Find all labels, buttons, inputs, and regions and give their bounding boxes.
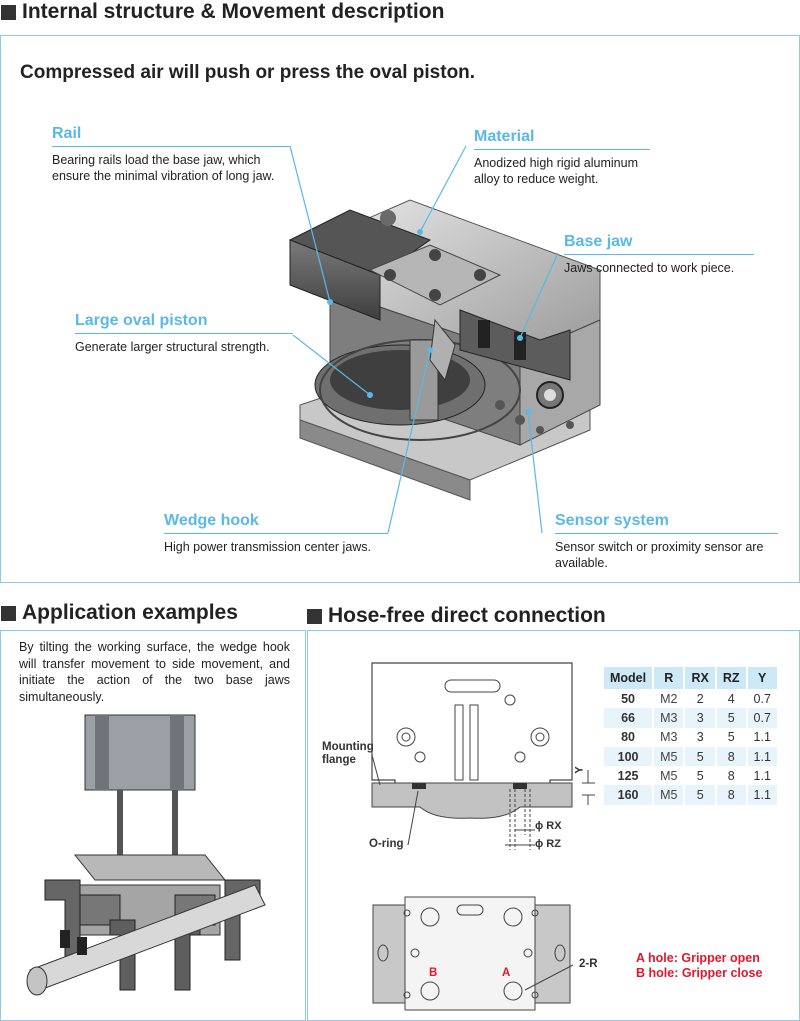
hose-connection-side-diagram — [371, 662, 595, 850]
table-cell: M2 — [652, 689, 683, 709]
table-row: 50 M2 2 4 0.7 — [604, 689, 777, 709]
section-title-internal: Internal structure & Movement descriptio… — [1, 0, 444, 24]
callout-rail-desc: Bearing rails load the base jaw, which e… — [52, 153, 275, 183]
spec-table: Model R RX RZ Y 50 M2 2 4 0.7 66 M3 3 5 … — [604, 667, 777, 805]
b-hole-note: B hole: Gripper close — [636, 966, 763, 980]
a-hole-note: A hole: Gripper open — [636, 951, 760, 965]
section-title-application: Application examples — [1, 601, 238, 625]
rz-label: ϕ RZ — [535, 838, 561, 850]
table-header-rx: RX — [683, 667, 715, 689]
table-header-rz: RZ — [714, 667, 746, 689]
table-header-model: Model — [604, 667, 653, 689]
table-cell: 66 — [604, 708, 653, 728]
callout-base-jaw-desc: Jaws connected to work piece. — [564, 261, 735, 275]
callout-piston-desc: Generate larger structural strength. — [75, 340, 270, 354]
square-bullet-icon — [307, 608, 322, 624]
table-cell: 1.1 — [745, 727, 777, 747]
table-cell: 0.7 — [745, 708, 777, 728]
callout-material: Material Anodized high rigid aluminum al… — [474, 128, 650, 187]
table-cell: 8 — [714, 785, 746, 805]
table-cell: M3 — [652, 727, 683, 747]
two-r-label: 2-R — [579, 958, 598, 970]
table-cell: 1.1 — [745, 785, 777, 805]
table-header-r: R — [652, 667, 684, 689]
table-cell: 1.1 — [745, 766, 777, 786]
callout-base-jaw: Base jaw Jaws connected to work piece. — [564, 233, 754, 276]
table-cell: 50 — [621, 691, 635, 706]
table-cell: 8 — [714, 746, 746, 767]
callout-wedge-title: Wedge hook — [164, 512, 259, 529]
table-row: 125 M5 5 8 1.1 — [604, 766, 777, 786]
table-cell: 125 — [617, 768, 639, 783]
callout-rail-title: Rail — [52, 125, 82, 142]
callout-underline — [564, 254, 754, 255]
callout-piston-title: Large oval piston — [75, 312, 208, 329]
section-title-hose: Hose-free direct connection — [307, 604, 606, 628]
application-illustration — [26, 714, 266, 996]
table-cell: 8 — [714, 766, 746, 786]
hole-notes: A hole: Gripper open B hole: Gripper clo… — [636, 951, 762, 981]
table-header-row: Model R RX RZ Y — [604, 667, 777, 689]
table-cell: 2 — [683, 689, 714, 709]
mounting-flange-label: Mounting flange — [322, 741, 374, 766]
application-text: By tilting the working surface, the wedg… — [19, 640, 290, 704]
table-cell: 3 — [683, 727, 714, 747]
callout-wedge-desc: High power transmission center jaws. — [164, 540, 372, 554]
square-bullet-icon — [1, 4, 16, 20]
table-row: 80 M3 3 5 1.1 — [604, 727, 777, 747]
callout-wedge: Wedge hook High power transmission cente… — [164, 512, 388, 555]
o-ring-label: O-ring — [369, 838, 404, 850]
square-bullet-icon — [1, 605, 16, 621]
table-cell: 4 — [714, 689, 746, 709]
callout-material-title: Material — [474, 128, 535, 145]
table-row: 100 M5 5 8 1.1 — [604, 746, 777, 767]
callout-sensor: Sensor system Sensor switch or proximity… — [555, 512, 778, 571]
callout-underline — [75, 333, 293, 334]
table-cell: M5 — [652, 785, 684, 805]
table-cell: 5 — [683, 766, 714, 786]
callout-underline — [555, 533, 778, 534]
callout-piston: Large oval piston Generate larger struct… — [75, 312, 293, 355]
table-cell: 160 — [604, 785, 653, 805]
callout-underline — [164, 533, 388, 534]
table-cell: M5 — [652, 766, 683, 786]
callout-material-desc: Anodized high rigid aluminum alloy to re… — [474, 156, 638, 186]
table-cell: 100 — [604, 746, 653, 767]
table-cell: 5 — [683, 746, 715, 767]
table-cell: M5 — [652, 746, 684, 767]
rx-label: ϕ RX — [535, 820, 562, 832]
table-cell: 1.1 — [745, 746, 777, 767]
callout-base-jaw-title: Base jaw — [564, 233, 633, 250]
callout-rail: Rail Bearing rails load the base jaw, wh… — [52, 125, 290, 184]
table-cell: M3 — [652, 708, 684, 728]
callout-underline — [52, 146, 290, 147]
table-row: 160 M5 5 8 1.1 — [604, 785, 777, 805]
table-row: 66 M3 3 5 0.7 — [604, 708, 777, 728]
a-hole-marker: A — [502, 967, 511, 979]
table-cell: 5 — [714, 708, 746, 728]
callout-underline — [474, 149, 650, 150]
table-cell: 5 — [714, 727, 746, 747]
table-header-y: Y — [745, 667, 777, 689]
hose-connection-bottom-diagram — [372, 896, 574, 1011]
application-panel — [0, 630, 306, 1021]
callout-leader-lines — [289, 145, 559, 534]
table-cell: 0.7 — [745, 689, 777, 709]
y-label: Y — [573, 766, 586, 774]
callout-sensor-desc: Sensor switch or proximity sensor are av… — [555, 540, 764, 570]
table-cell: 80 — [621, 730, 635, 745]
table-cell: 5 — [683, 785, 715, 805]
callout-sensor-title: Sensor system — [555, 512, 669, 529]
b-hole-marker: B — [429, 967, 438, 979]
table-cell: 3 — [683, 708, 715, 728]
headline: Compressed air will push or press the ov… — [20, 62, 476, 83]
